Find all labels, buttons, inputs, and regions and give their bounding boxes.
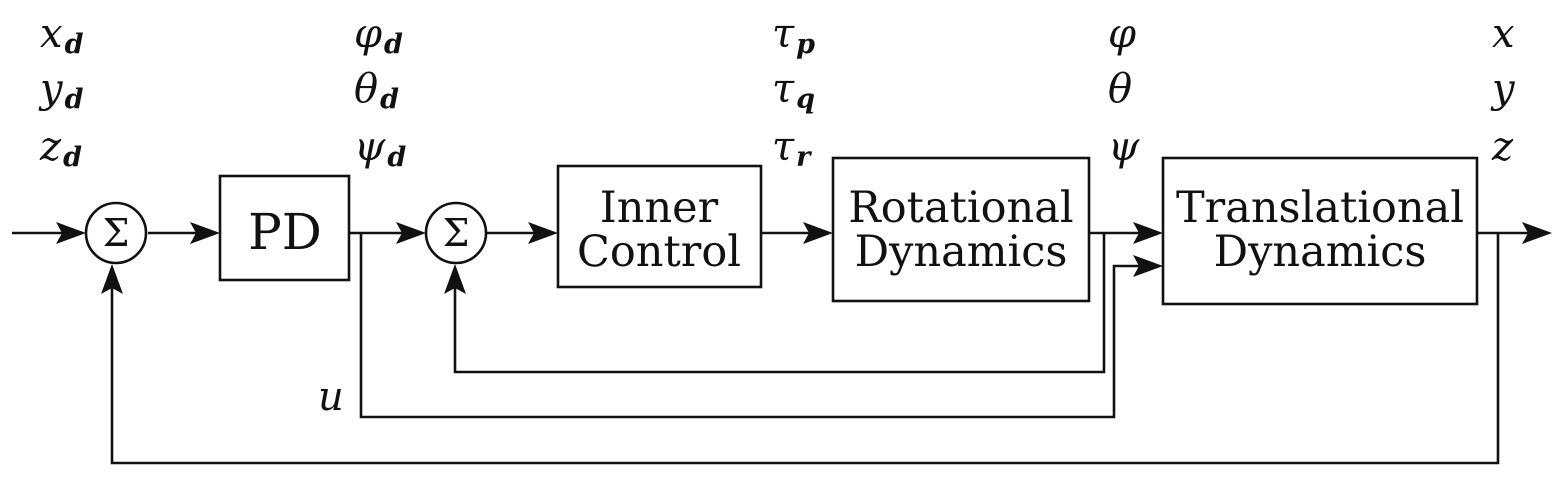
arrowhead-input (56, 222, 86, 244)
signal-label-theta: θ (1108, 66, 1132, 112)
sum-junction-inner: Σ (424, 201, 488, 265)
signal-label-z: z (1491, 124, 1514, 170)
signal-label-tau-p: τp (772, 11, 815, 60)
arrowheads (56, 222, 1552, 294)
wire-attitude-feedback (453, 233, 1106, 374)
signal-label-yd: yd (38, 66, 84, 115)
signal-label-psid: ψd (354, 124, 406, 173)
pd-block-label: PD (248, 203, 322, 261)
wire-thrust-u (359, 233, 1150, 419)
signal-wires (12, 231, 1530, 465)
arrowhead-to-pd (190, 222, 220, 244)
signal-label-x: x (1492, 11, 1515, 57)
signal-label-tau-q: τq (772, 66, 815, 115)
signal-label-zd: zd (39, 124, 82, 173)
arrowhead-to-inner (528, 222, 558, 244)
sum-symbol: Σ (103, 211, 130, 255)
signal-label-y: y (1490, 66, 1516, 112)
arrowhead-to-sum2 (396, 222, 426, 244)
signal-label-tau-r: τr (772, 124, 812, 173)
signal-label-psi: ψ (1108, 124, 1140, 170)
arrowhead-u-to-trans (1133, 255, 1163, 277)
signal-label-xd: xd (40, 11, 84, 60)
signal-label-thetad: θd (354, 66, 399, 115)
sum-symbol: Σ (443, 211, 470, 255)
inner-control-block: Inner Control (556, 164, 763, 289)
signal-label-phid: φd (354, 11, 403, 60)
pd-block: PD (218, 174, 351, 282)
rotational-dynamics-block: Rotational Dynamics (831, 156, 1091, 303)
signal-label-u: u (318, 374, 344, 420)
signal-label-phi: φ (1108, 11, 1136, 57)
translational-dynamics-block: Translational Dynamics (1161, 156, 1479, 306)
inner-control-label-line1: Inner (600, 183, 719, 233)
sum-junction-outer: Σ (84, 201, 148, 265)
arrowhead-feedback-sum2 (444, 264, 466, 294)
arrowhead-feedback-sum1 (101, 264, 123, 294)
arrowhead-output (1522, 222, 1552, 244)
arrowhead-to-rot (803, 222, 833, 244)
arrowhead-to-trans (1133, 222, 1163, 244)
rotational-label-line1: Rotational (848, 183, 1073, 233)
translational-label-line1: Translational (1176, 183, 1464, 233)
wire-position-feedback (110, 233, 1500, 465)
translational-label-line2: Dynamics (1214, 227, 1427, 277)
inner-control-label-line2: Control (577, 227, 741, 277)
rotational-label-line2: Dynamics (855, 227, 1068, 277)
